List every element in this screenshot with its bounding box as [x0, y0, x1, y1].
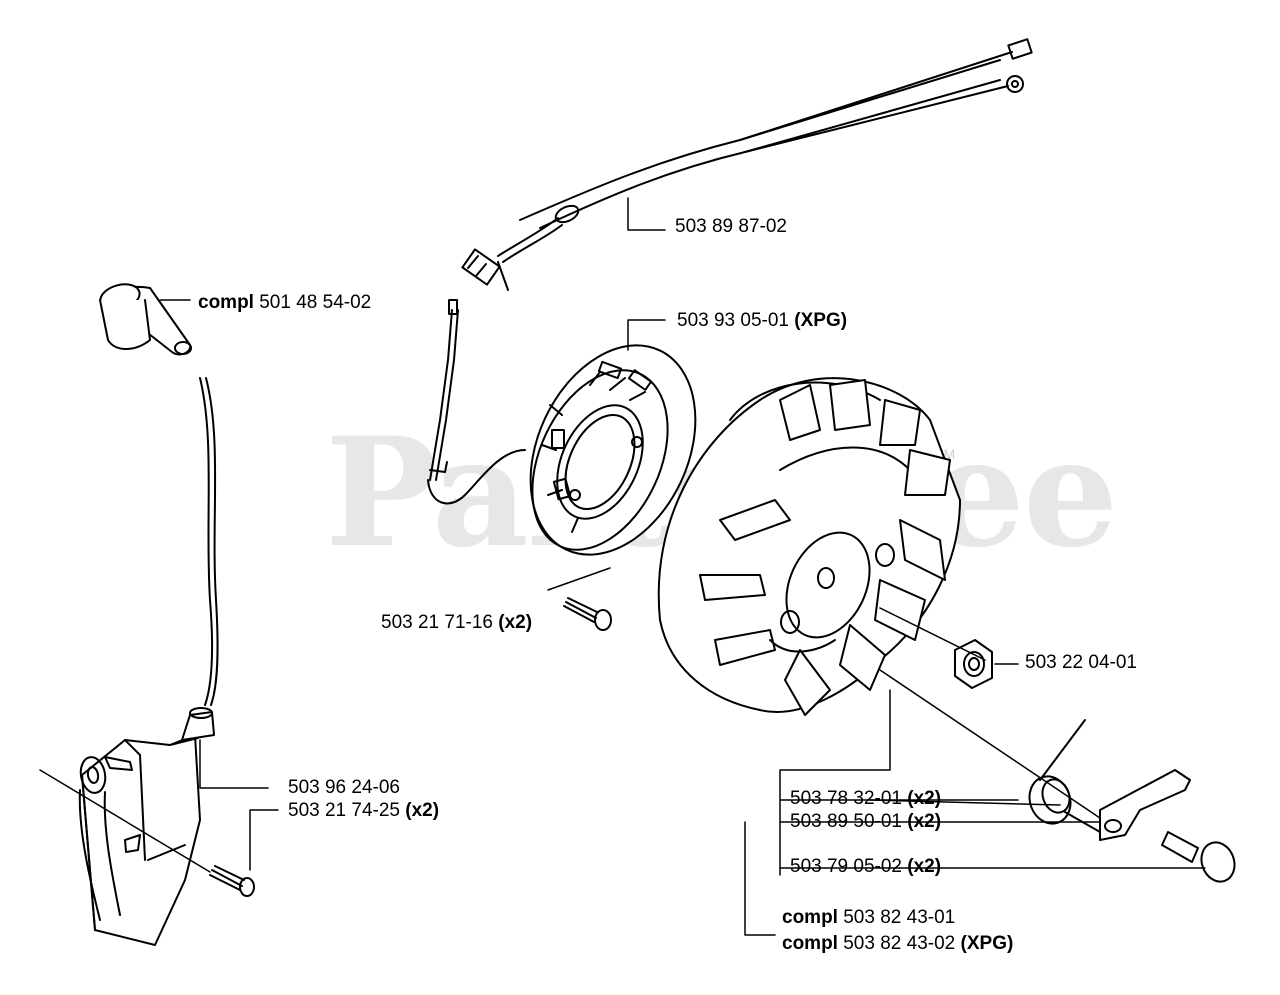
- callout-stator-screw: 503 21 71-16 (x2): [381, 612, 533, 633]
- callout-ignition-module: 503 96 24-06: [288, 777, 400, 798]
- stator-drawing: [427, 299, 697, 631]
- callout-wire-harness: 503 89 87-02: [675, 216, 787, 237]
- callout-module-screw: 503 21 74-25 (x2): [288, 800, 440, 821]
- wire-harness-drawing: [461, 38, 1033, 291]
- callout-stator: 503 93 05-01 (XPG): [677, 310, 848, 331]
- flywheel-drawing: [657, 377, 961, 716]
- callout-pawl-spring: 503 78 32-01 (x2): [790, 788, 942, 809]
- callout-nut: 503 22 04-01: [1025, 652, 1137, 673]
- callout-pawl-bolt: 503 79 05-02 (x2): [790, 856, 942, 877]
- ignition-module-drawing: [39, 707, 255, 946]
- leader-lines: [159, 197, 1206, 936]
- pawl-drawing: [1099, 769, 1191, 841]
- callout-flywheel-b: compl 503 82 43-02 (XPG): [782, 933, 1014, 954]
- callout-flywheel-a: compl 503 82 43-01: [782, 907, 956, 928]
- pawl-spring-drawing: [1028, 719, 1101, 833]
- spark-cap-drawing: [99, 283, 219, 706]
- pawl-bolt-drawing: [1161, 831, 1236, 883]
- callout-spark-cap: compl 501 48 54-02: [198, 292, 372, 313]
- nut-drawing: [954, 639, 993, 689]
- callout-pawl: 503 89 50-01 (x2): [790, 811, 942, 832]
